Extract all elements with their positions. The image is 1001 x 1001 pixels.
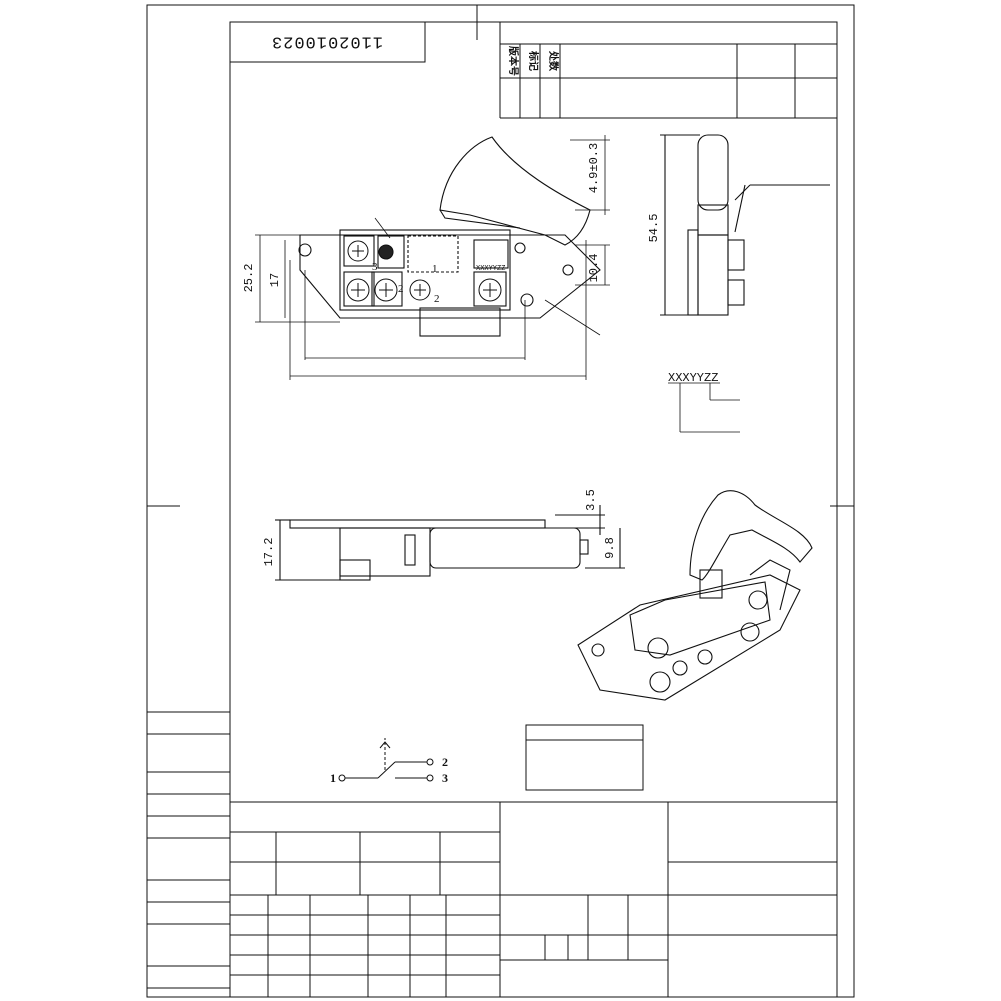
dim-front-inner: 17: [268, 273, 282, 287]
dim-bottom-height: 17.2: [262, 538, 276, 567]
front-marking: XXXYYZZ: [476, 265, 505, 273]
dim-pivot-height: 10.4: [587, 254, 601, 283]
schematic-label-3: 3: [442, 771, 448, 785]
revision-col-version: 版本号: [507, 46, 520, 76]
dim-side-height: 54.5: [647, 214, 661, 243]
side-view: [660, 134, 830, 316]
isometric-view: [577, 490, 813, 701]
front-terminal-1: 1: [432, 263, 438, 275]
marking-callout: [668, 382, 740, 433]
note-box: [525, 724, 644, 791]
front-dimensions: [255, 135, 610, 380]
front-terminal-2: 2: [398, 283, 404, 295]
left-side-table: [147, 711, 230, 989]
bottom-view: [275, 505, 625, 581]
schematic-label-1: 1: [330, 771, 336, 785]
marking-code: XXXYYZZ: [668, 371, 718, 385]
dim-front-width: 25.2: [242, 264, 256, 293]
front-terminal-3: 3: [372, 261, 378, 273]
dim-bottom-top: 3.5: [584, 489, 598, 511]
drawing-border: [229, 21, 838, 998]
dim-trigger-travel: 4.9±0.3: [587, 143, 601, 193]
revision-block: [499, 22, 837, 119]
schematic-label-2: 2: [442, 755, 448, 769]
dim-bottom-button: 9.8: [603, 537, 617, 559]
schematic: [338, 738, 434, 782]
front-terminal-2b: 2: [434, 293, 440, 305]
front-view: [298, 136, 601, 337]
revision-col-mark: 标记: [527, 50, 540, 71]
revision-col-count: 处数: [547, 50, 560, 72]
title-block: [230, 801, 837, 997]
drawing-number: 1102010023: [271, 32, 383, 51]
drawing-number-box: [229, 21, 426, 63]
